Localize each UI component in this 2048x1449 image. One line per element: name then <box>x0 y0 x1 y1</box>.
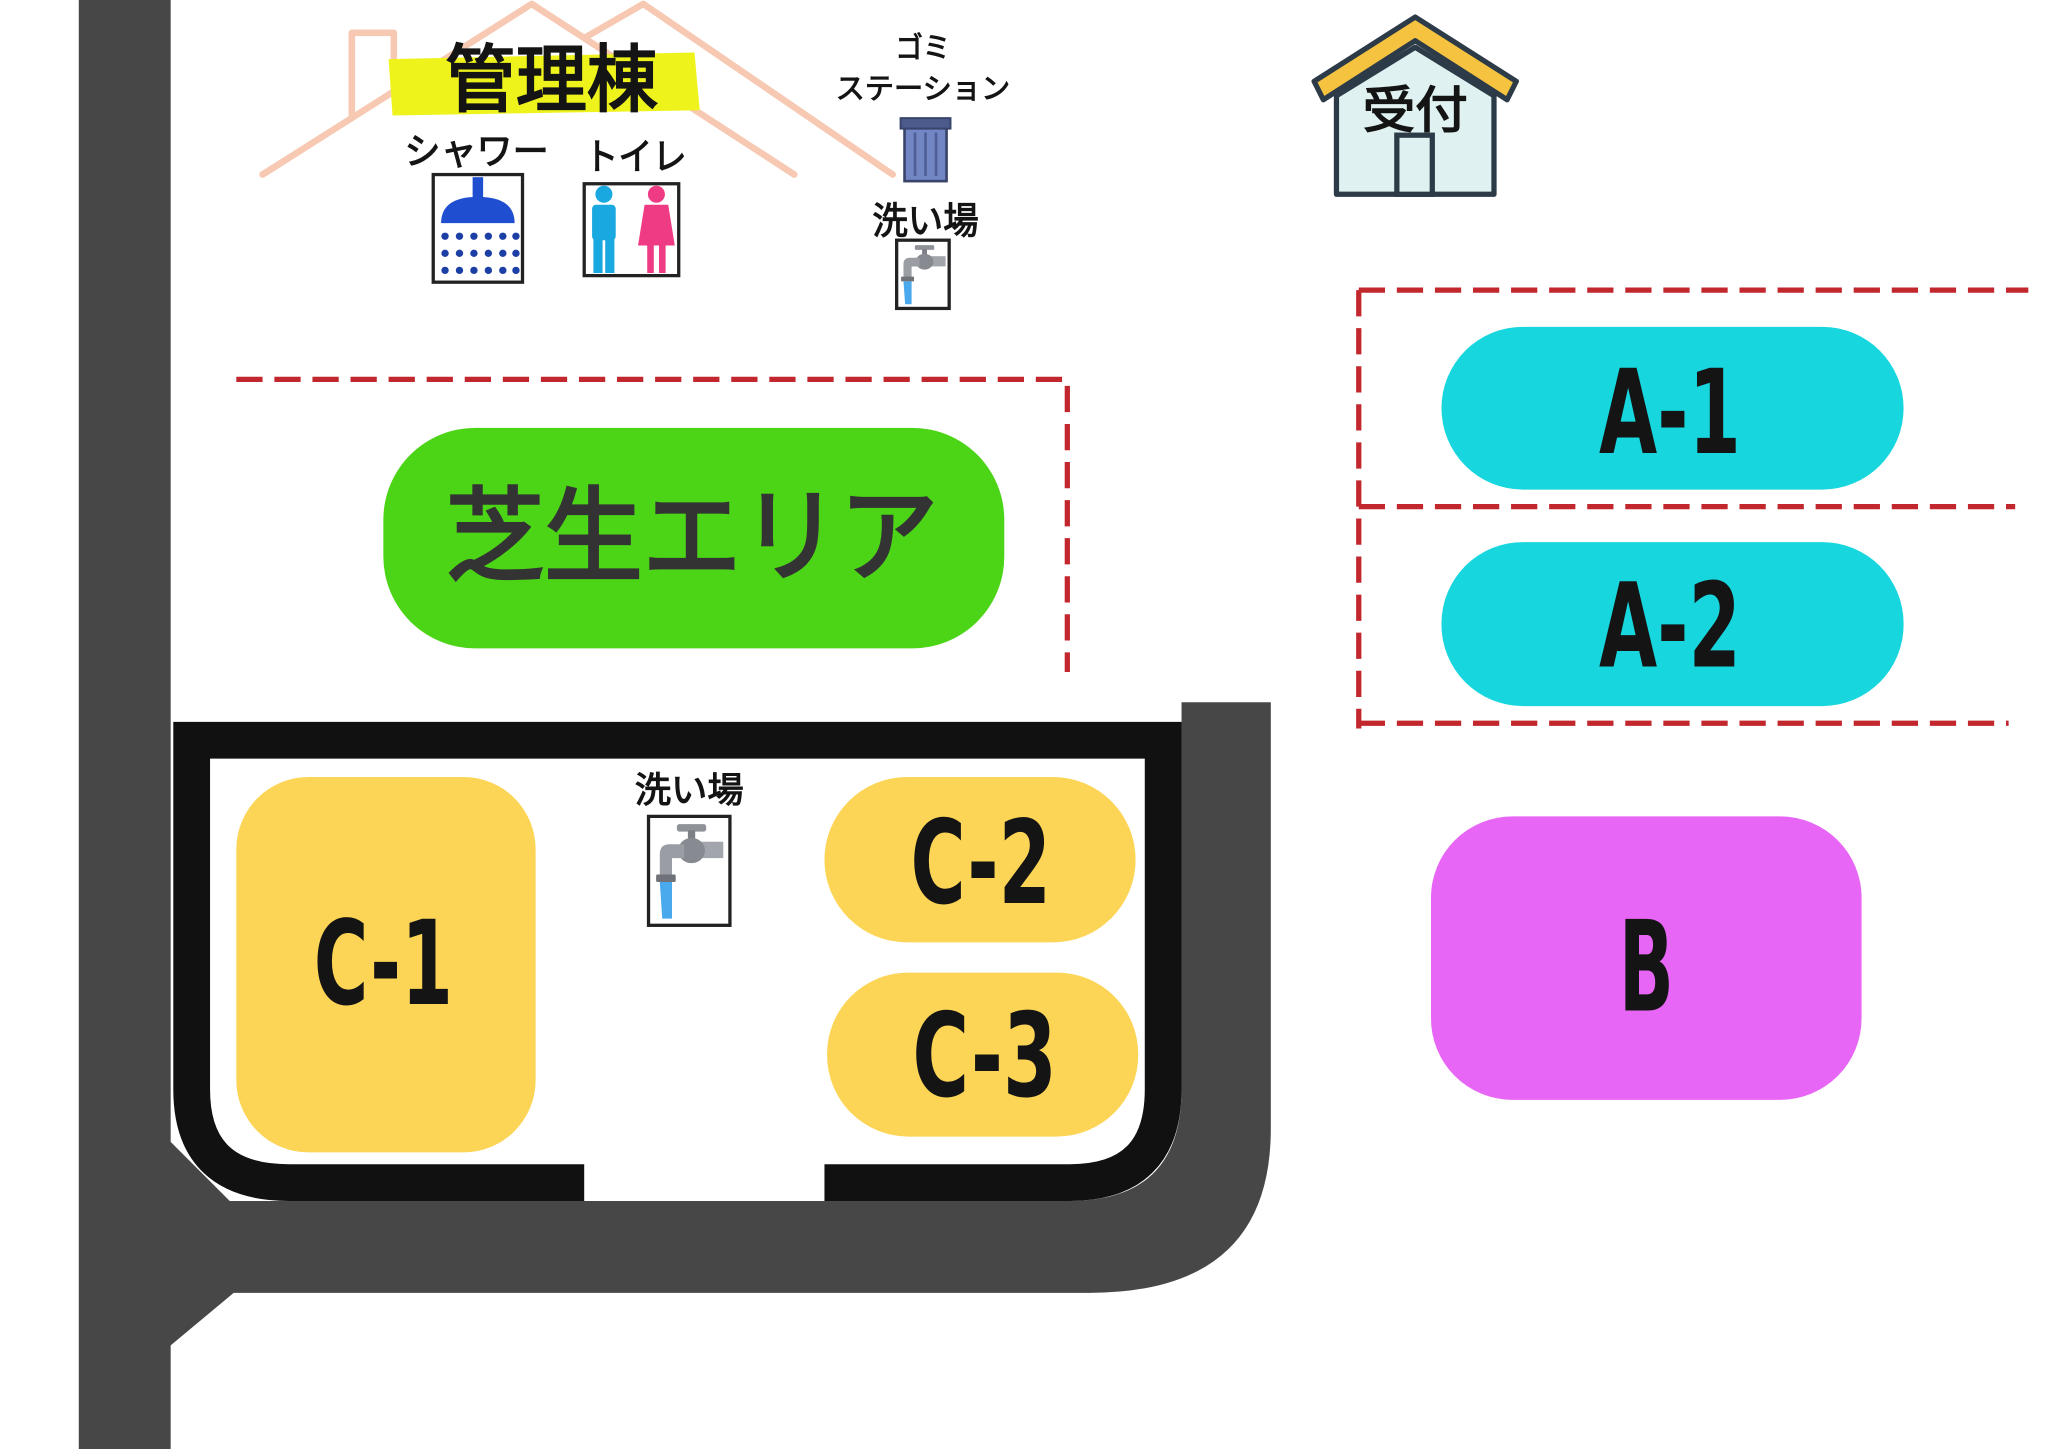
restroom-icon <box>582 182 681 278</box>
shower-icon <box>431 172 525 284</box>
reception-label: 受付 <box>1363 81 1468 139</box>
site-c2 <box>824 777 1136 943</box>
site-c2-label: C-2 <box>910 797 1050 931</box>
male-figure-icon <box>592 185 616 273</box>
trash-can-icon <box>899 117 952 183</box>
washing-area-c <box>646 814 732 927</box>
site-c3-label: C-3 <box>912 990 1056 1124</box>
site-a1 <box>1441 326 1904 490</box>
garbage-station-label-line2: ステーション <box>836 71 1011 105</box>
garbage-station-label-line1: ゴミ <box>895 31 950 65</box>
washing-area-north-label: 洗い場 <box>872 200 978 243</box>
site-a2 <box>1441 542 1904 707</box>
roof-icon <box>1311 14 1519 103</box>
shower-label: シャワー <box>404 130 548 173</box>
road <box>78 0 1271 1449</box>
washing-area-c-label: 洗い場 <box>635 770 744 811</box>
lawn-area <box>383 427 1005 649</box>
faucet-icon <box>901 245 946 305</box>
area-a-boundary <box>1356 287 2029 729</box>
site-a2-label: A-2 <box>1599 559 1741 695</box>
washing-area-north <box>895 238 951 311</box>
management-building-label: 管理棟 <box>445 38 658 123</box>
site-b-label: B <box>1619 894 1674 1041</box>
site-a1-label: A-1 <box>1599 345 1741 481</box>
house-icon <box>1311 14 1519 197</box>
lawn-area-boundary <box>236 376 1070 672</box>
management-building-highlight <box>388 52 700 116</box>
site-b <box>1430 816 1862 1100</box>
site-c3 <box>827 972 1139 1137</box>
door-icon <box>1394 132 1435 197</box>
faucet-icon <box>656 824 724 919</box>
site-c1-label: C-1 <box>314 896 453 1032</box>
toilet-label: トイレ <box>584 135 686 178</box>
site-c1 <box>236 777 536 1153</box>
lawn-area-label: 芝生エリア <box>446 478 938 597</box>
female-figure-icon <box>638 185 675 273</box>
